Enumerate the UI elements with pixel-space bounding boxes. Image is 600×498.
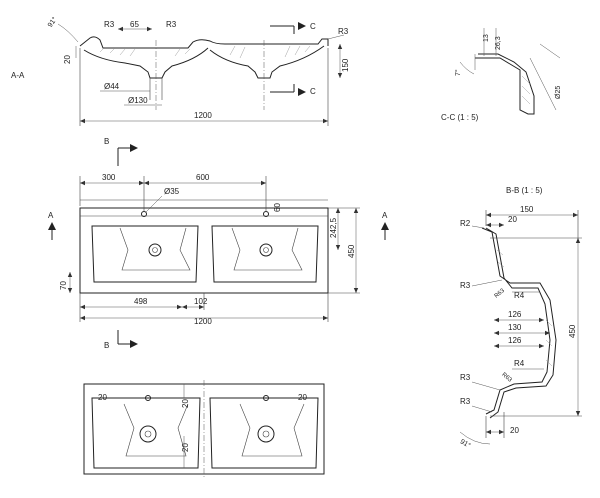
aa-d20: 20 (63, 55, 72, 64)
top-d242: 242,5 (329, 217, 338, 238)
bb-d20-top: 20 (508, 215, 517, 224)
aa-left-bowl (83, 47, 209, 79)
aa-w65: 65 (130, 20, 139, 29)
top-d70: 70 (59, 281, 68, 290)
aa-hatch (99, 45, 311, 59)
top-a-right: A (382, 211, 388, 220)
bb-d20-bot: 20 (510, 426, 519, 435)
bottom-right-basin (209, 397, 319, 469)
aa-rim-outline (79, 36, 329, 49)
section-aa-label: A-A (11, 71, 25, 80)
bb-d126-a: 126 (508, 310, 522, 319)
bottom-right-tap-hole (263, 395, 269, 401)
top-d102: 102 (194, 297, 208, 306)
section-aa-view: A-A R3 65 R3 91° 20 C C R3 150 (11, 15, 350, 126)
bb-r4-a: R4 (514, 291, 525, 300)
bb-ang91: 91° (459, 438, 472, 450)
bottom-view: 20 20 20 20 (83, 380, 325, 478)
aa-ang91: 91° (46, 15, 59, 28)
aa-r3-left: R3 (104, 20, 115, 29)
bottom-d20-a: 20 (98, 393, 107, 402)
top-left-basin (91, 225, 199, 283)
top-left-drain (148, 243, 162, 257)
bb-r3-c: R3 (460, 397, 471, 406)
top-outline (79, 207, 329, 294)
bb-angle-arc (459, 431, 491, 445)
aa-d150: 150 (341, 58, 350, 72)
bottom-right-drain (257, 425, 275, 443)
cc-ang7: 7° (454, 69, 462, 76)
top-right-basin (211, 225, 319, 283)
top-view: 300 600 Ø35 60 242,5 450 70 498 102 1200… (48, 137, 389, 350)
section-cc-label: C-C (1 : 5) (441, 113, 479, 122)
bb-d130: 130 (508, 323, 522, 332)
bottom-left-drain (139, 425, 157, 443)
aa-dia44: Ø44 (104, 82, 120, 91)
top-a-left: A (48, 211, 54, 220)
aa-c-top: C (310, 22, 316, 31)
aa-dia130: Ø130 (128, 96, 148, 105)
top-dia35: Ø35 (164, 187, 180, 196)
bb-d126-b: 126 (508, 336, 522, 345)
bb-d450: 450 (568, 324, 577, 338)
top-b-top: B (104, 137, 109, 146)
bb-r3-b: R3 (460, 373, 471, 382)
section-bb-view: B-B (1 : 5) 150 20 R2 450 R3 R63 R4 126 … (459, 186, 582, 450)
top-d300: 300 (102, 173, 116, 182)
aa-c-bot: C (310, 87, 316, 96)
top-d600: 600 (196, 173, 210, 182)
top-d498: 498 (134, 297, 148, 306)
cc-profile (475, 53, 535, 115)
top-d1200: 1200 (194, 317, 212, 326)
bb-r3-a: R3 (460, 281, 471, 290)
section-bb-label: B-B (1 : 5) (506, 186, 543, 195)
bb-r4-b: R4 (514, 359, 525, 368)
aa-r3-mid: R3 (166, 20, 177, 29)
top-b-bottom: B (104, 341, 109, 350)
top-d450: 450 (347, 244, 356, 258)
aa-c-bot-arrow (298, 88, 306, 96)
bottom-left-basin (91, 397, 201, 469)
bb-d150: 150 (520, 205, 534, 214)
cc-dia25: Ø25 (555, 86, 562, 99)
aa-w1200: 1200 (194, 111, 212, 120)
bb-r63-b: R63 (500, 372, 513, 384)
top-right-drain (259, 243, 273, 257)
top-d60: 60 (273, 203, 282, 212)
bb-r63-a: R63 (494, 288, 507, 300)
bottom-d20-b: 20 (181, 399, 190, 408)
bb-r2: R2 (460, 219, 471, 228)
aa-right-bowl (209, 45, 325, 79)
aa-r3-right: R3 (338, 27, 349, 36)
aa-c-top-arrow (298, 22, 306, 30)
aa-angle-arc (57, 23, 79, 43)
section-cc-view: 13 26,3 7° Ø25 C-C (1 : 5) (441, 28, 562, 122)
cc-d26: 26,3 (495, 36, 502, 50)
bottom-d20-d: 20 (181, 443, 190, 452)
bottom-left-tap-hole (145, 395, 151, 401)
bottom-d20-c: 20 (298, 393, 307, 402)
cc-d13: 13 (483, 34, 490, 42)
